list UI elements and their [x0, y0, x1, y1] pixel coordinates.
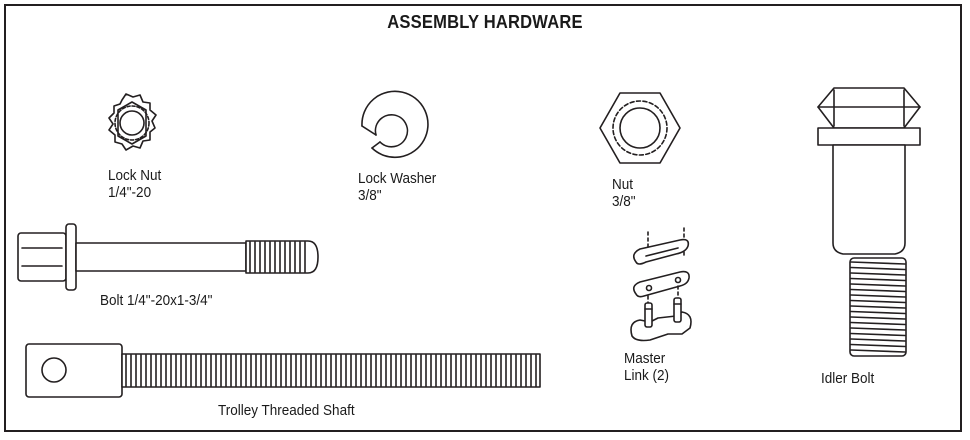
master-link-line1: Master	[624, 350, 666, 367]
thread-line	[851, 328, 905, 330]
thread-line	[851, 312, 905, 314]
idler-bolt-icon	[818, 88, 920, 356]
thread-line	[851, 268, 905, 270]
trolley-shaft-icon	[26, 344, 540, 397]
thread-line	[851, 339, 905, 341]
diagram-title: ASSEMBLY HARDWARE	[387, 12, 583, 32]
idler-bolt-label: Idler Bolt	[821, 370, 875, 387]
nut-size: 3/8"	[612, 193, 636, 210]
lock-washer-name: Lock Washer	[358, 170, 437, 187]
thread-line	[851, 279, 905, 281]
master-link-icon	[631, 228, 691, 341]
trolley-shaft-label: Trolley Threaded Shaft	[218, 402, 355, 419]
thread-line	[851, 284, 905, 286]
lock-washer-icon	[362, 91, 428, 157]
thread-line	[851, 301, 905, 303]
thread-line	[851, 306, 905, 308]
bolt-label: Bolt 1/4"-20x1-3/4"	[100, 292, 213, 309]
lock-nut-name: Lock Nut	[108, 167, 162, 184]
diagram-border	[4, 4, 962, 432]
nut-icon	[600, 93, 680, 163]
lock-washer-size: 3/8"	[358, 187, 382, 204]
lock-nut-icon	[109, 94, 156, 150]
thread-line	[851, 317, 905, 319]
thread-line	[851, 295, 905, 297]
thread-line	[851, 323, 905, 325]
lock-nut-size: 1/4"-20	[108, 184, 152, 201]
thread-line	[851, 345, 905, 347]
shaft-threads	[126, 355, 536, 386]
idler-threads	[851, 262, 905, 352]
nut-name: Nut	[612, 176, 634, 193]
thread-line	[851, 262, 905, 264]
master-link-line2: Link (2)	[624, 367, 670, 384]
bolt-threads	[250, 242, 305, 272]
thread-line	[851, 290, 905, 292]
thread-line	[851, 273, 905, 275]
thread-line	[851, 350, 905, 352]
thread-line	[851, 334, 905, 336]
bolt-icon	[18, 224, 318, 290]
